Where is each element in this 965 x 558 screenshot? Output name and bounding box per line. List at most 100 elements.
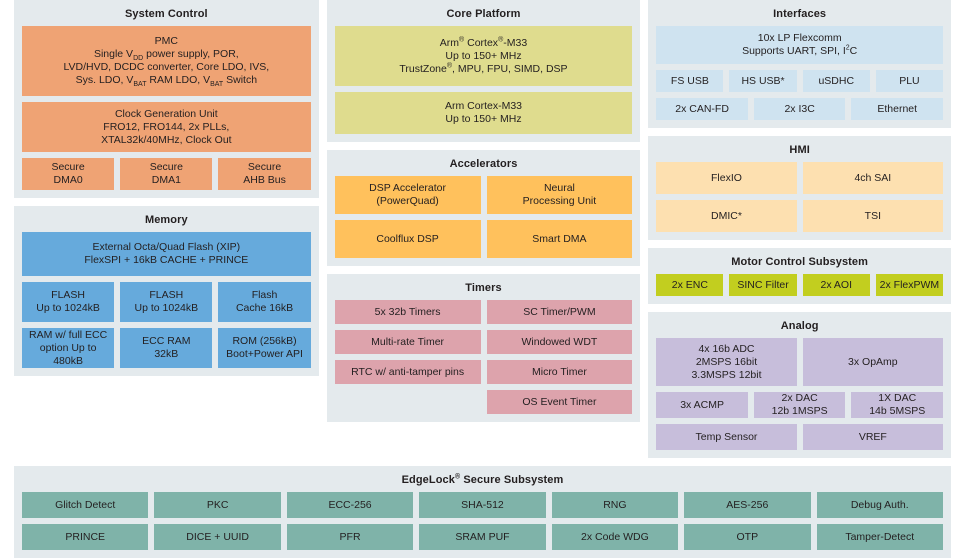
block-pkc[interactable]: PKC	[154, 492, 281, 518]
block-flash-1[interactable]: FLASH Up to 1024kB	[22, 282, 115, 322]
pmc-line3: Sys. LDO, VBAT RAM LDO, VBAT Switch	[75, 74, 258, 89]
block-debug-auth[interactable]: Debug Auth.	[816, 492, 943, 518]
block-external-flash[interactable]: External Octa/Quad Flash (XIP) FlexSPI +…	[22, 232, 311, 276]
block-plu[interactable]: PLU	[875, 70, 943, 92]
block-2x-flexpwm[interactable]: 2x FlexPWM	[875, 274, 943, 296]
block-flash-cache[interactable]: Flash Cache 16kB	[218, 282, 311, 322]
block-prince[interactable]: PRINCE	[22, 524, 149, 550]
block-windowed-wdt[interactable]: Windowed WDT	[486, 330, 633, 354]
accelerators-row-2: Coolflux DSP Smart DMA	[334, 220, 633, 258]
panel-title-memory: Memory	[144, 214, 188, 226]
system-control-secure-row: Secure DMA0 Secure DMA1 Secure AHB Bus	[22, 158, 311, 190]
core1-line1: Arm® Cortex®-M33	[439, 36, 528, 49]
timers-row-4: OS Event Timer	[335, 390, 633, 414]
block-ram-ecc[interactable]: RAM w/ full ECC option Up to 480kB	[22, 328, 115, 368]
block-otp[interactable]: OTP	[684, 524, 811, 550]
panel-title-core-platform: Core Platform	[446, 8, 521, 20]
motor-control-row: 2x ENC SINC Filter 2x AOI 2x FlexPWM	[656, 274, 943, 296]
block-rtc-anti-tamper[interactable]: RTC w/ anti-tamper pins	[334, 360, 481, 384]
block-os-event-timer[interactable]: OS Event Timer	[486, 390, 633, 414]
block-fs-usb[interactable]: FS USB	[656, 70, 724, 92]
block-coolflux-dsp[interactable]: Coolflux DSP	[334, 220, 481, 258]
system-control-pmc-row: PMC Single VDD power supply, POR, LVD/HV…	[22, 26, 311, 96]
block-4ch-sai[interactable]: 4ch SAI	[802, 162, 943, 194]
block-2x-dac[interactable]: 2x DAC 12b 1MSPS	[753, 392, 846, 418]
panel-memory: Memory External Octa/Quad Flash (XIP) Fl…	[14, 206, 319, 376]
block-1x-dac[interactable]: 1X DAC 14b 5MSPS	[851, 392, 943, 418]
block-usdhc[interactable]: uSDHC	[802, 70, 870, 92]
panel-accelerators: Accelerators DSP Accelerator (PowerQuad)…	[326, 150, 641, 266]
panel-title-hmi: HMI	[789, 144, 810, 156]
block-lp-flexcomm[interactable]: 10x LP Flexcomm Supports UART, SPI, I2C	[656, 26, 943, 64]
block-secure-dma0[interactable]: Secure DMA0	[22, 158, 115, 190]
timers-row-2: Multi-rate Timer Windowed WDT	[334, 330, 633, 354]
block-temp-sensor[interactable]: Temp Sensor	[656, 424, 797, 450]
block-2x-aoi[interactable]: 2x AOI	[802, 274, 870, 296]
pmc-name: PMC	[154, 35, 178, 47]
panel-title-accelerators: Accelerators	[449, 158, 518, 170]
hmi-row-1: FlexIO 4ch SAI	[656, 162, 943, 194]
block-ethernet[interactable]: Ethernet	[851, 98, 943, 120]
edgelock-row-1: Glitch Detect PKC ECC-256 SHA-512 RNG AE…	[22, 492, 943, 518]
block-vref[interactable]: VREF	[802, 424, 943, 450]
block-sinc-filter[interactable]: SINC Filter	[729, 274, 797, 296]
block-dmic[interactable]: DMIC*	[656, 200, 797, 232]
edgelock-row-2: PRINCE DICE + UUID PFR SRAM PUF 2x Code …	[22, 524, 943, 550]
block-adc[interactable]: 4x 16b ADC 2MSPS 16bit 3.3MSPS 12bit	[656, 338, 797, 386]
system-control-cgu-row: Clock Generation Unit FRO12, FRO144, 2x …	[22, 102, 311, 152]
flexcomm-line1: 10x LP Flexcomm	[757, 32, 842, 44]
block-dice-uuid[interactable]: DICE + UUID	[154, 524, 281, 550]
block-cortex-m33-secondary[interactable]: Arm Cortex-M33 Up to 150+ MHz	[334, 92, 633, 134]
block-i3c[interactable]: 2x I3C	[753, 98, 846, 120]
panel-motor-control: Motor Control Subsystem 2x ENC SINC Filt…	[648, 248, 951, 304]
block-2x-enc[interactable]: 2x ENC	[656, 274, 724, 296]
panel-system-control: System Control PMC Single VDD power supp…	[14, 0, 319, 198]
diagram-columns: System Control PMC Single VDD power supp…	[14, 0, 951, 458]
block-sha-512[interactable]: SHA-512	[419, 492, 546, 518]
block-pmc[interactable]: PMC Single VDD power supply, POR, LVD/HV…	[22, 26, 311, 96]
panel-title-interfaces: Interfaces	[773, 8, 827, 20]
block-ecc-ram[interactable]: ECC RAM 32kB	[120, 328, 213, 368]
block-rom[interactable]: ROM (256kB) Boot+Power API	[218, 328, 311, 368]
panel-hmi: HMI FlexIO 4ch SAI DMIC* TSI	[648, 136, 951, 240]
panel-title-analog: Analog	[780, 320, 819, 332]
pmc-line2: LVD/HVD, DCDC converter, Core LDO, IVS,	[63, 61, 270, 73]
block-ecc-256[interactable]: ECC-256	[286, 492, 414, 518]
analog-row-1: 4x 16b ADC 2MSPS 16bit 3.3MSPS 12bit 3x …	[656, 338, 943, 386]
flexcomm-line2: Supports UART, SPI, I2C	[742, 44, 858, 58]
block-flexio[interactable]: FlexIO	[656, 162, 797, 194]
block-sram-puf[interactable]: SRAM PUF	[419, 524, 546, 550]
block-multi-rate-timer[interactable]: Multi-rate Timer	[334, 330, 481, 354]
block-opamp[interactable]: 3x OpAmp	[802, 338, 943, 386]
block-pfr[interactable]: PFR	[286, 524, 414, 550]
analog-row-3: Temp Sensor VREF	[656, 424, 943, 450]
block-clock-generation-unit[interactable]: Clock Generation Unit FRO12, FRO144, 2x …	[22, 102, 311, 152]
right-column: Interfaces 10x LP Flexcomm Supports UART…	[648, 0, 951, 458]
memory-row-2: RAM w/ full ECC option Up to 480kB ECC R…	[22, 328, 311, 368]
interfaces-row-2: 2x CAN-FD 2x I3C Ethernet	[656, 98, 943, 120]
block-rng[interactable]: RNG	[551, 492, 679, 518]
memory-external-row: External Octa/Quad Flash (XIP) FlexSPI +…	[22, 232, 311, 276]
panel-analog: Analog 4x 16b ADC 2MSPS 16bit 3.3MSPS 12…	[648, 312, 951, 458]
block-32b-timers[interactable]: 5x 32b Timers	[334, 300, 481, 324]
panel-core-platform: Core Platform Arm® Cortex®-M33 Up to 150…	[326, 0, 641, 142]
block-glitch-detect[interactable]: Glitch Detect	[22, 492, 149, 518]
block-tsi[interactable]: TSI	[802, 200, 943, 232]
timers-row-1: 5x 32b Timers SC Timer/PWM	[334, 300, 633, 324]
block-sc-timer-pwm[interactable]: SC Timer/PWM	[486, 300, 633, 324]
block-acmp[interactable]: 3x ACMP	[656, 392, 748, 418]
block-cortex-m33-primary[interactable]: Arm® Cortex®-M33 Up to 150+ MHz TrustZon…	[334, 26, 633, 86]
block-can-fd[interactable]: 2x CAN-FD	[656, 98, 748, 120]
block-tamper-detect[interactable]: Tamper-Detect	[816, 524, 943, 550]
block-code-wdg[interactable]: 2x Code WDG	[551, 524, 679, 550]
block-dsp-accelerator[interactable]: DSP Accelerator (PowerQuad)	[334, 176, 481, 214]
block-smart-dma[interactable]: Smart DMA	[486, 220, 633, 258]
block-aes-256[interactable]: AES-256	[684, 492, 811, 518]
block-flash-2[interactable]: FLASH Up to 1024kB	[120, 282, 213, 322]
accelerators-row-1: DSP Accelerator (PowerQuad) Neural Proce…	[334, 176, 633, 214]
block-neural-processing-unit[interactable]: Neural Processing Unit	[486, 176, 633, 214]
block-secure-ahb-bus[interactable]: Secure AHB Bus	[218, 158, 311, 190]
block-hs-usb[interactable]: HS USB*	[729, 70, 797, 92]
block-micro-timer[interactable]: Micro Timer	[486, 360, 633, 384]
block-secure-dma1[interactable]: Secure DMA1	[120, 158, 213, 190]
